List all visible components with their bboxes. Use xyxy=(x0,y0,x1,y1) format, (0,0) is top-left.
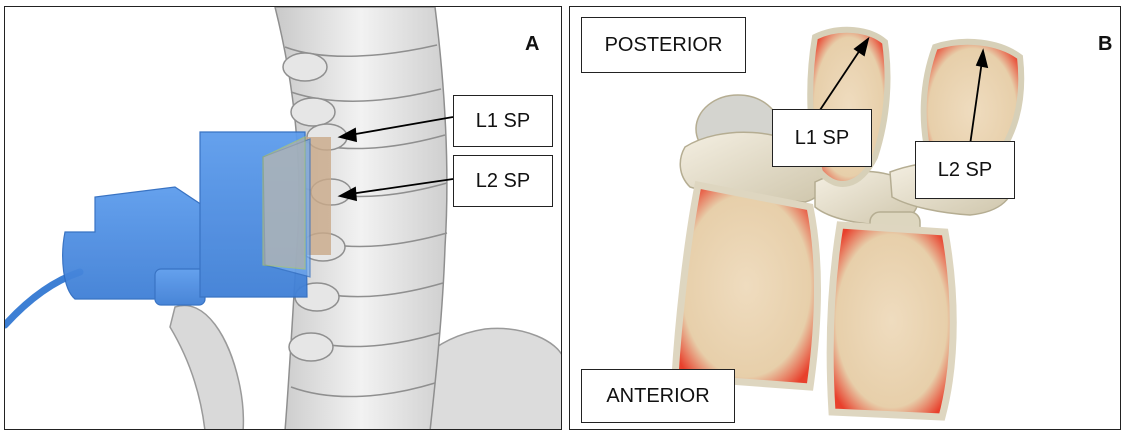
vertebral-body-l2 xyxy=(830,225,953,417)
panel-b: B POSTERIOR ANTERIOR L1 SP L2 SP xyxy=(569,6,1121,430)
spine-device-illustration xyxy=(5,7,562,430)
hip-bone xyxy=(170,305,243,430)
label-anterior: ANTERIOR xyxy=(581,369,735,423)
panel-a-letter: A xyxy=(525,33,539,56)
label-posterior: POSTERIOR xyxy=(581,17,746,73)
vertebral-body-l1 xyxy=(675,185,818,387)
panel-a: A L1 SP L2 SP xyxy=(4,6,562,430)
label-l1-sp-a: L1 SP xyxy=(453,95,553,147)
label-l1-sp-b: L1 SP xyxy=(772,109,872,167)
label-l2-sp-a: L2 SP xyxy=(453,155,553,207)
label-l2-sp-b: L2 SP xyxy=(915,141,1015,199)
device-window xyxy=(263,137,305,269)
panel-b-letter: B xyxy=(1098,33,1112,56)
